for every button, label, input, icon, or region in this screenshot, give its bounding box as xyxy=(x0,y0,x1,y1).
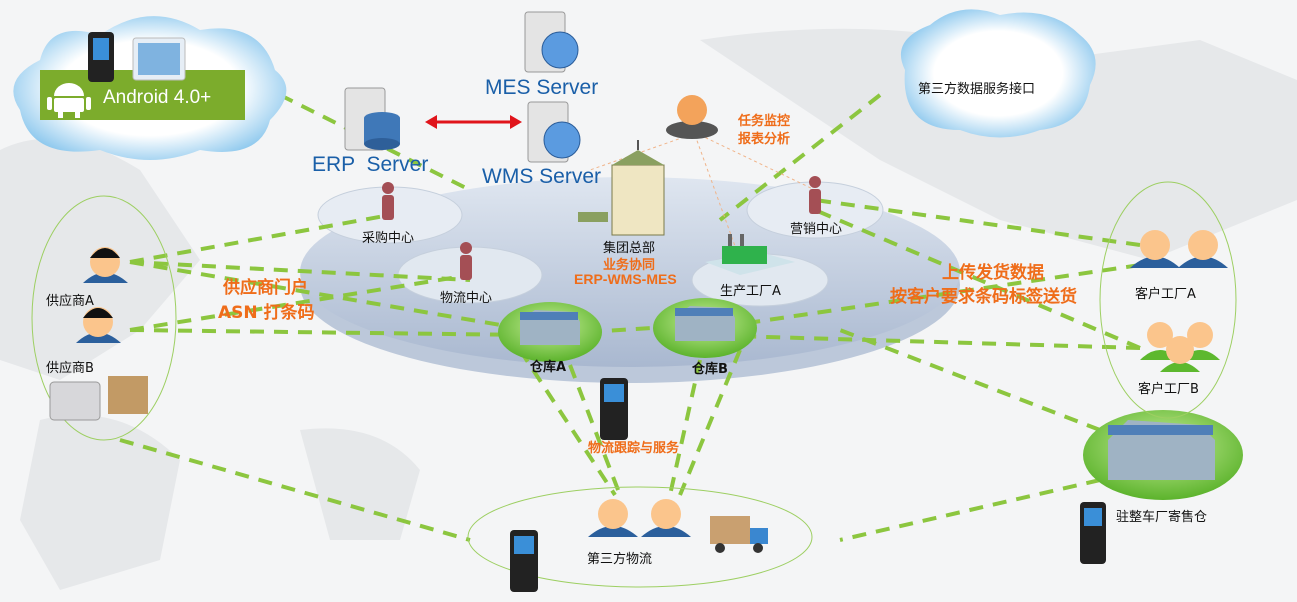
erp-server-label: ERP Server xyxy=(312,153,429,176)
world-map-background xyxy=(0,28,1297,590)
customer-note-line2: 按客户要求条码标签送货 xyxy=(890,287,1077,307)
hq-name-label: 集团总部 xyxy=(603,241,656,256)
supplier-b-icon xyxy=(76,307,121,343)
supplier-a-icon xyxy=(83,247,128,283)
third-party-cloud xyxy=(900,9,1096,138)
supplier-b-label: 供应商B xyxy=(46,361,94,376)
logistics-staff-icon xyxy=(588,499,691,537)
customer-a-icon xyxy=(1130,230,1228,268)
third-party-logistics-label: 第三方物流 xyxy=(587,552,653,567)
warehouse-b-label: 仓库B xyxy=(692,362,728,377)
wms-server-icon xyxy=(527,101,581,163)
barcode-package-icon xyxy=(108,376,148,414)
monitor-line1: 任务监控 xyxy=(738,114,791,129)
third-party-api-label: 第三方数据服务接口 xyxy=(918,82,1036,97)
android-robot-icon xyxy=(47,83,91,118)
supplier-note-line1: 供应商门户 xyxy=(223,278,308,298)
mes-server-label: MES Server xyxy=(485,76,599,99)
tracking-label: 物流跟踪与服务 xyxy=(588,441,680,456)
factory-icon xyxy=(705,234,795,275)
customer-a-label: 客户工厂A xyxy=(1135,287,1196,302)
monitor-lines xyxy=(589,134,816,261)
sync-arrow-icon xyxy=(425,115,522,129)
supplier-a-label: 供应商A xyxy=(46,294,94,309)
warehouse-a-icon xyxy=(498,302,602,362)
erp-server-icon xyxy=(344,87,400,151)
delivery-truck-icon xyxy=(710,516,768,553)
consignment-warehouse-icon xyxy=(1083,410,1243,500)
customer-note-line1: 上传发货数据 xyxy=(942,263,1044,283)
customer-b-label: 客户工厂B xyxy=(1138,382,1199,397)
center-person-icons xyxy=(382,176,821,280)
third-party-logistics-outline xyxy=(467,486,813,588)
hq-sub-label: 业务协同 xyxy=(603,258,656,273)
logistics-center-label: 物流中心 xyxy=(440,291,493,306)
wms-server-label: WMS Server xyxy=(482,165,602,188)
consignment-warehouse-label: 驻整车厂寄售仓 xyxy=(1116,510,1208,525)
supplier-group-outline xyxy=(31,195,177,441)
headquarters-building-icon xyxy=(578,140,665,236)
purchase-center-label: 采购中心 xyxy=(362,231,415,246)
factory-a-label: 生产工厂A xyxy=(720,284,781,299)
customer-b-icon xyxy=(1140,322,1220,372)
label-printer-icon xyxy=(49,381,101,421)
hq-system-label: ERP-WMS-MES xyxy=(574,271,677,287)
customer-group-outline xyxy=(1099,181,1237,419)
monitor-line2: 报表分析 xyxy=(738,132,791,147)
supplier-note-line2: ASN 打条码 xyxy=(218,303,315,323)
android-label: Android 4.0+ xyxy=(103,87,212,108)
monitor-user-icon xyxy=(666,95,718,139)
mes-server-icon xyxy=(524,11,579,73)
marketing-center-label: 营销中心 xyxy=(790,222,843,237)
warehouse-a-label: 仓库A xyxy=(530,360,567,375)
warehouse-b-icon xyxy=(653,298,757,358)
